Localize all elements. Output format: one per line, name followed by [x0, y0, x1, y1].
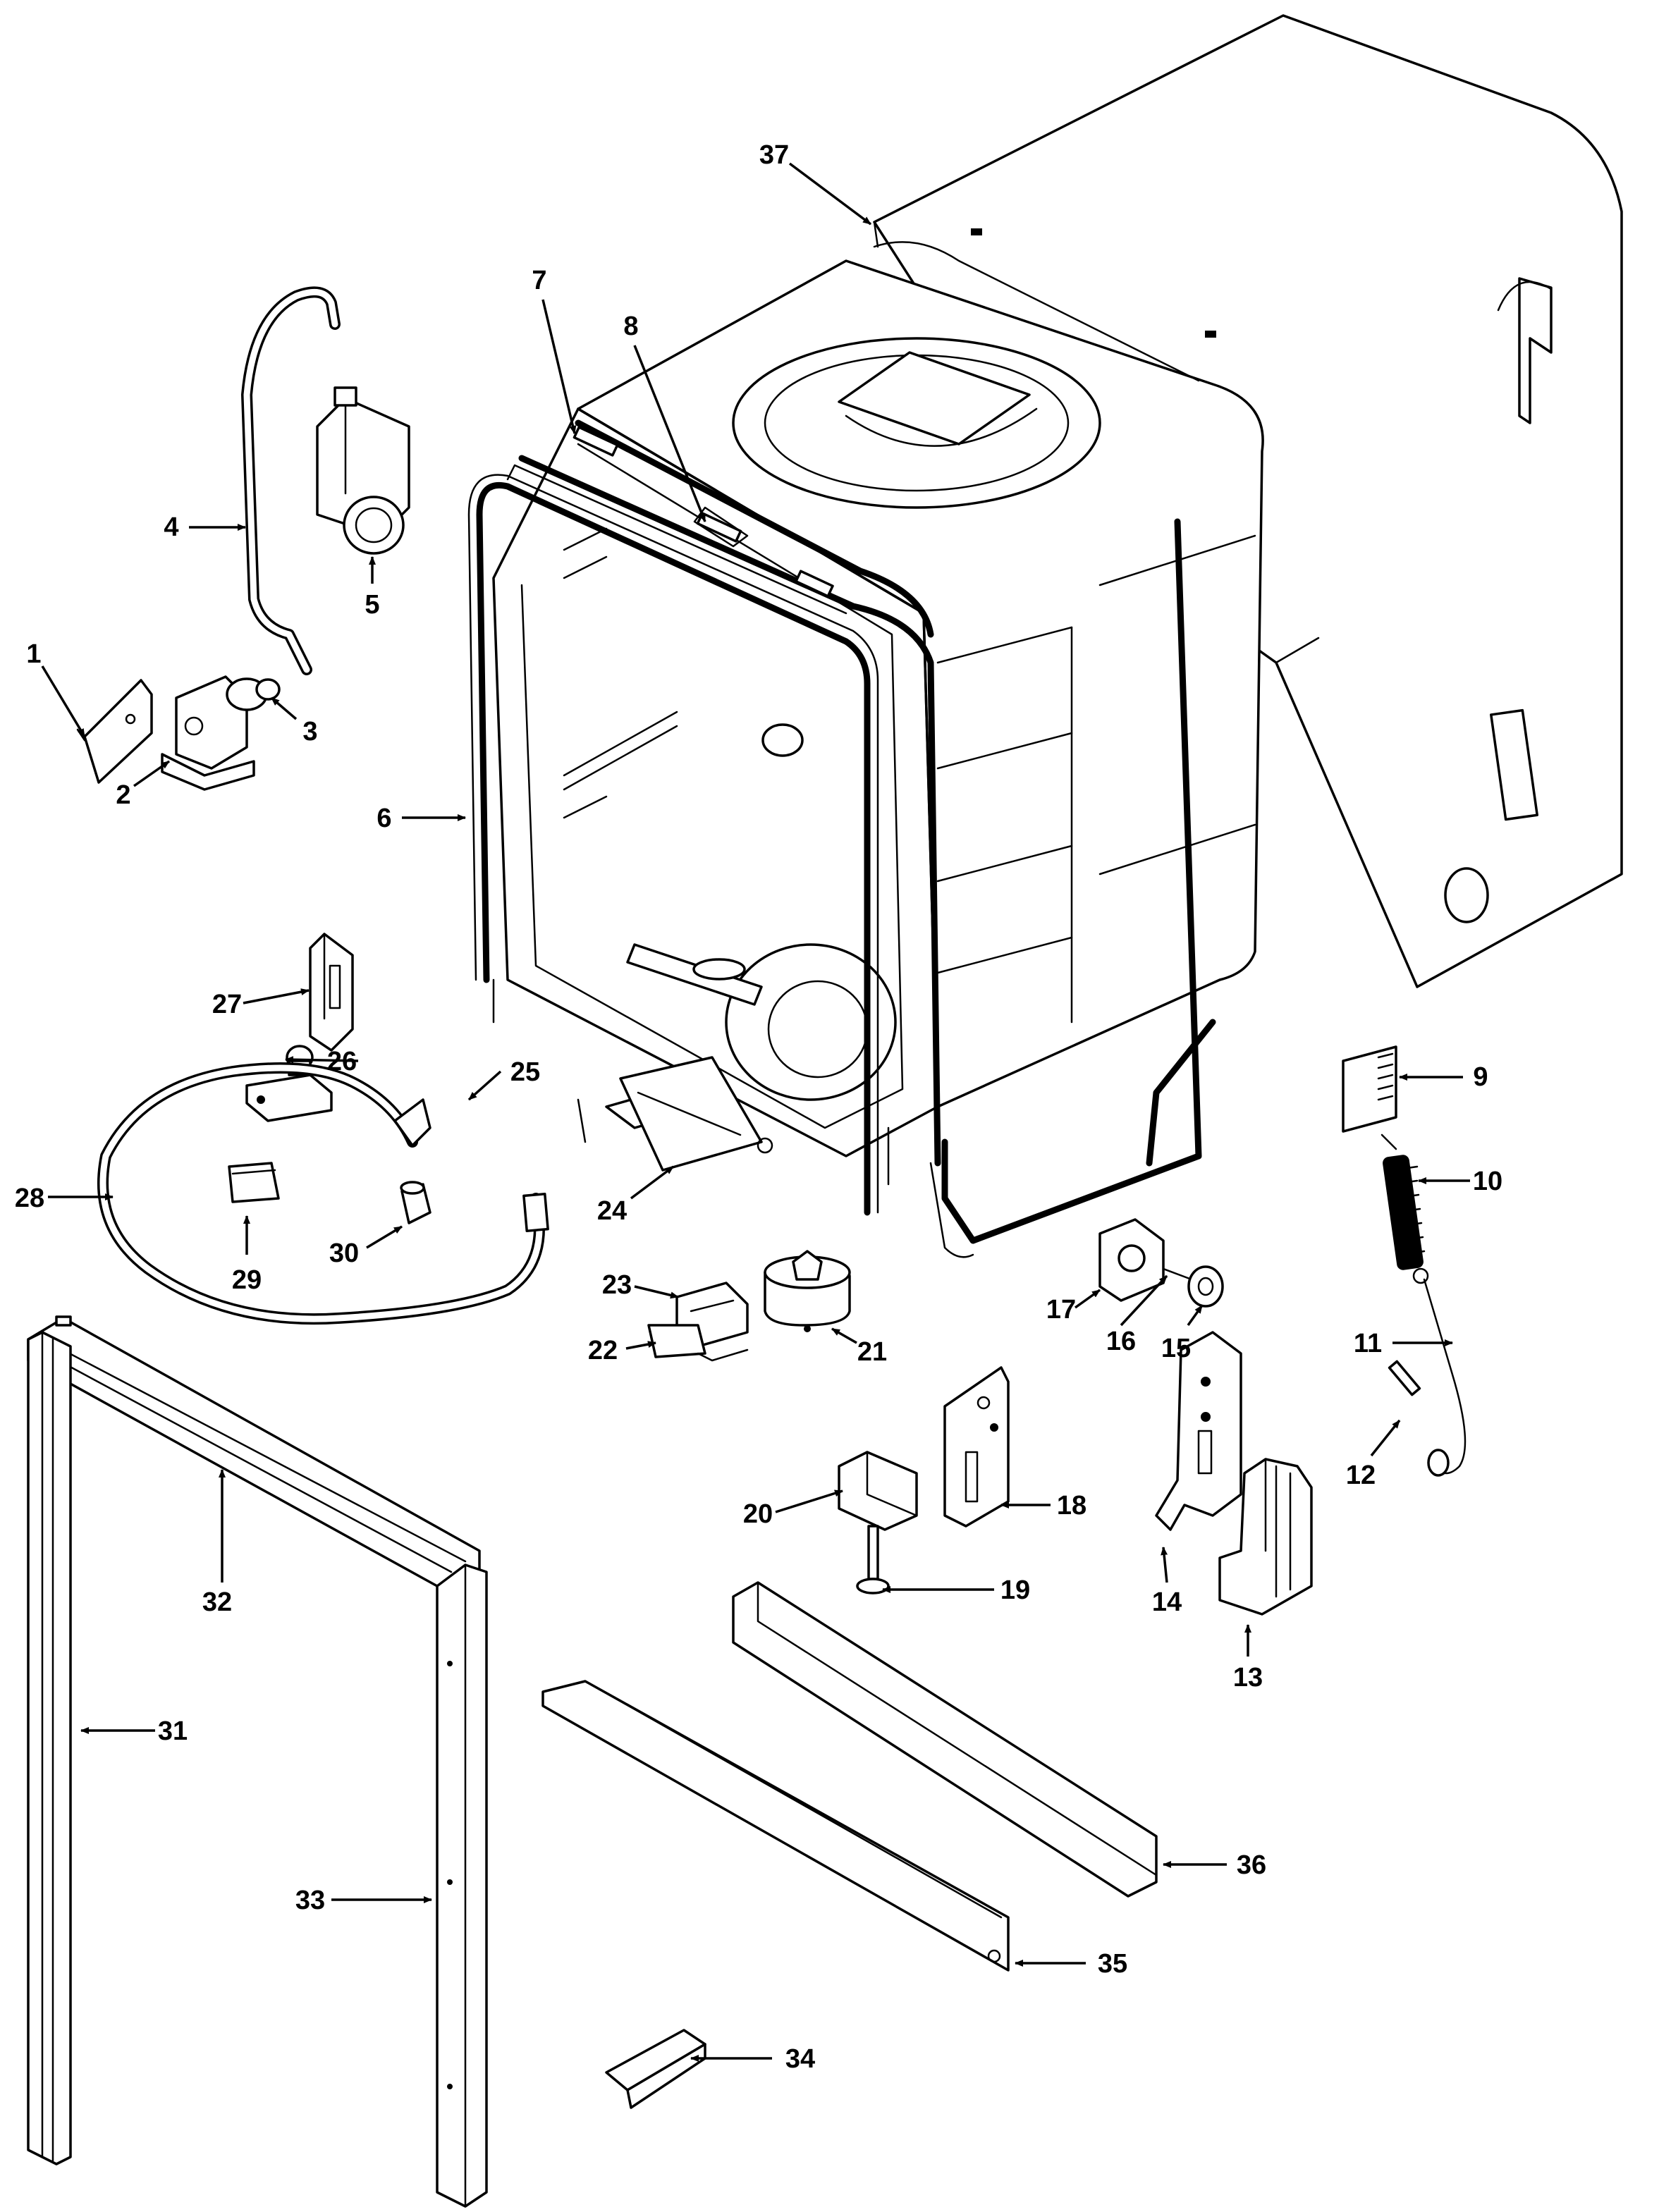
callout-label-23: 23 — [602, 1270, 632, 1300]
callout-label-22: 22 — [588, 1336, 618, 1365]
callout-label-32: 32 — [202, 1587, 232, 1617]
door-spring-part — [1381, 1133, 1429, 1284]
top-trim-part — [27, 1315, 481, 1587]
callout-label-31: 31 — [158, 1716, 188, 1746]
float-part — [764, 1250, 851, 1332]
switch-bracket-part — [943, 1366, 1010, 1528]
door-gasket-part — [467, 474, 879, 1216]
valve-bracket-part — [76, 679, 153, 784]
callout-label-14: 14 — [1152, 1587, 1182, 1617]
callout-label-15: 15 — [1161, 1334, 1191, 1363]
callout-label-20: 20 — [743, 1499, 773, 1529]
toe-kick-part — [541, 1680, 1010, 1972]
panel-clip-part — [605, 2029, 706, 2109]
callout-label-34: 34 — [785, 2044, 815, 2074]
callout-label-33: 33 — [295, 1886, 325, 1915]
callout-label-29: 29 — [232, 1265, 262, 1295]
hinge-bracket-part — [1098, 1218, 1165, 1302]
callout-label-18: 18 — [1057, 1491, 1086, 1520]
tub-assembly-part — [492, 259, 1264, 1186]
callout-label-2: 2 — [116, 780, 130, 810]
cable-pin-part — [1388, 1360, 1421, 1396]
top-frame-gasket-part — [506, 419, 941, 1167]
callout-label-30: 30 — [329, 1239, 359, 1268]
drain-hose-part — [97, 1062, 549, 1325]
callout-label-6: 6 — [377, 804, 391, 833]
hose-clip-part — [228, 1162, 280, 1203]
callout-label-13: 13 — [1233, 1663, 1263, 1692]
callout-label-35: 35 — [1098, 1949, 1127, 1979]
water-valve-part — [161, 675, 268, 791]
callout-label-7: 7 — [532, 266, 546, 295]
callout-label-37: 37 — [759, 140, 789, 170]
callout-label-26: 26 — [327, 1047, 357, 1076]
callout-label-25: 25 — [510, 1057, 540, 1087]
shoulder-screw-part — [1162, 1267, 1193, 1281]
hinge-cover-part — [1218, 1458, 1313, 1616]
spring-plate-part — [1342, 1045, 1397, 1133]
leader-lines — [41, 162, 1470, 2062]
callout-label-21: 21 — [857, 1337, 887, 1367]
callout-label-8: 8 — [623, 312, 638, 341]
callout-label-24: 24 — [597, 1196, 627, 1226]
mounting-bracket-part — [309, 933, 354, 1052]
nut-part — [400, 1181, 431, 1224]
callout-label-12: 12 — [1346, 1461, 1376, 1490]
callout-labels: 1 2 3 4 5 6 7 8 9 10 11 12 13 14 15 16 1… — [15, 140, 1502, 2074]
clip-bracket-part — [245, 1074, 333, 1122]
vent-dispenser-part — [316, 386, 410, 555]
callout-label-11: 11 — [1354, 1329, 1382, 1358]
callout-label-17: 17 — [1046, 1295, 1076, 1325]
fill-hose-part — [241, 286, 341, 675]
callout-label-16: 16 — [1106, 1327, 1136, 1356]
callout-label-5: 5 — [365, 590, 379, 620]
hose-clamp-part — [255, 678, 281, 701]
shield-part — [838, 1451, 918, 1531]
leveling-screw-part — [856, 1525, 890, 1595]
callout-label-19: 19 — [1000, 1575, 1030, 1605]
wheel-part — [1187, 1265, 1224, 1308]
hinge-arm-part — [1155, 1331, 1242, 1531]
tub-strap-part — [873, 241, 1216, 1258]
door-cable-part — [1423, 1278, 1467, 1477]
callout-label-9: 9 — [1473, 1062, 1488, 1092]
callout-label-4: 4 — [164, 512, 178, 542]
callout-label-1: 1 — [26, 639, 41, 669]
callout-label-27: 27 — [212, 990, 242, 1019]
tub-bracket-part — [619, 1056, 773, 1172]
left-side-trim-part — [27, 1331, 72, 2165]
callout-label-3: 3 — [302, 717, 317, 746]
callout-label-36: 36 — [1237, 1850, 1266, 1880]
callout-label-10: 10 — [1473, 1167, 1502, 1196]
rear-access-panel-part — [732, 1581, 1158, 1898]
right-side-trim-part — [436, 1563, 488, 2208]
callout-label-28: 28 — [15, 1184, 44, 1213]
